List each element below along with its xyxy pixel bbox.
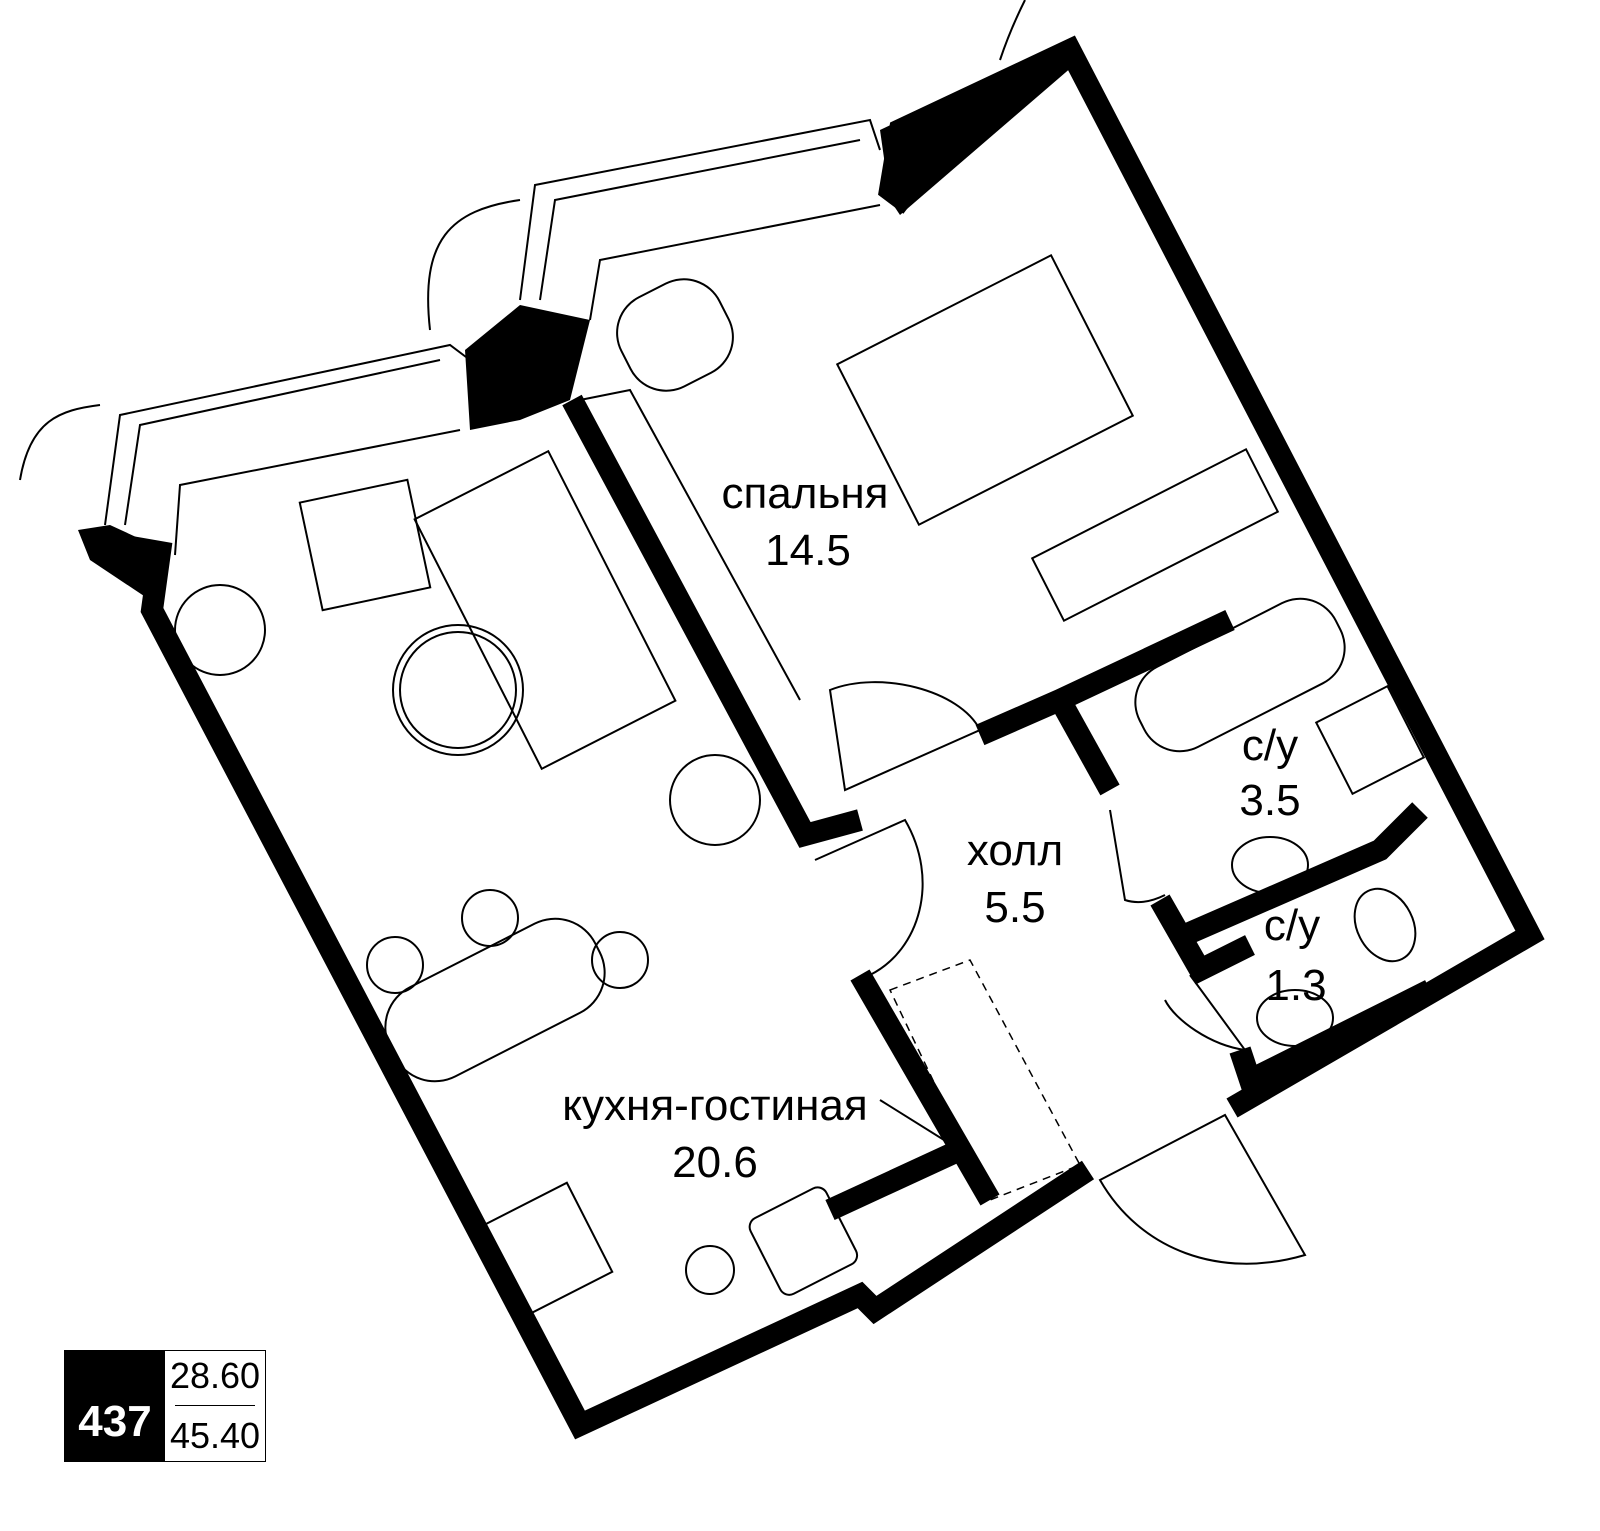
wc-area: 1.3 [1265, 961, 1326, 1010]
total-area: 45.40 [169, 1414, 261, 1456]
balcony-glazing [19, 0, 1026, 556]
cooktop [476, 1181, 614, 1319]
bathroom-door [1109, 809, 1166, 904]
apartment-badge: 437 28.60 45.40 [64, 1350, 266, 1462]
bedroom-door [828, 681, 982, 792]
bathroom-area: 3.5 [1239, 776, 1300, 825]
shower [1314, 684, 1426, 796]
sofa [413, 449, 677, 771]
wc-name: с/у [1264, 901, 1320, 950]
doors [814, 681, 1307, 1265]
dining-table [384, 917, 606, 1083]
wardrobe-outline [888, 959, 1082, 1201]
wc-door [1164, 974, 1248, 1052]
wardrobe [1030, 447, 1280, 623]
chair [366, 936, 424, 994]
apartment-number: 437 [65, 1351, 165, 1461]
furniture [298, 253, 1426, 1319]
toilet [1353, 887, 1417, 963]
kitchen-living-name: кухня-гостиная [562, 1081, 867, 1130]
armchair [616, 278, 734, 392]
kitchen-door [814, 818, 924, 976]
exterior-walls [78, 35, 1545, 1440]
chair [461, 889, 519, 947]
plants [174, 584, 761, 846]
armchair [298, 478, 432, 612]
kitchen-sink [748, 1186, 859, 1296]
hall-name: холл [967, 826, 1063, 875]
bathtub [1134, 597, 1346, 753]
column [465, 305, 590, 430]
divider [175, 1405, 255, 1407]
washing-machine [685, 1245, 735, 1295]
round-table [392, 624, 524, 756]
living-area: 28.60 [169, 1355, 261, 1397]
entrance-door [1098, 1113, 1307, 1265]
interior-walls [562, 394, 1435, 1220]
sink [1256, 989, 1334, 1047]
sink [1231, 836, 1309, 894]
bedroom-name: спальня [721, 469, 888, 518]
bedroom-area: 14.5 [765, 526, 851, 575]
hall-area: 5.5 [984, 883, 1045, 932]
bed [835, 253, 1135, 527]
chair [591, 931, 649, 989]
plant [669, 754, 761, 846]
plant [174, 584, 266, 676]
kitchen-living-area: 20.6 [672, 1138, 758, 1187]
bathroom-name: с/у [1242, 721, 1298, 770]
